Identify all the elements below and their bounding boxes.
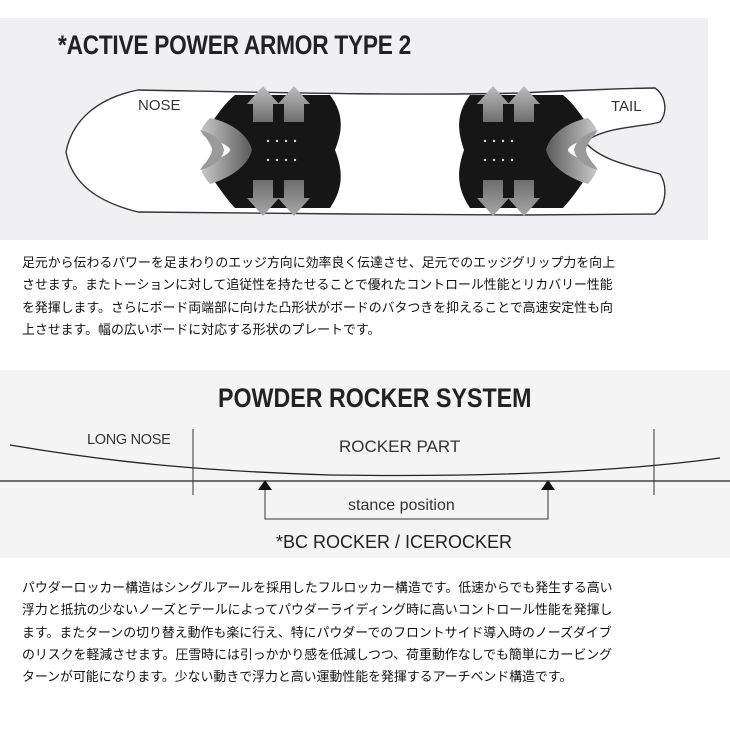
rocker-title: POWDER ROCKER SYSTEM — [218, 383, 532, 413]
armor-title: *ACTIVE POWER ARMOR TYPE 2 — [58, 30, 412, 60]
armor-description-line: 足元から伝わるパワーを足まわりのエッジ方向に効率良く伝達させ、足元でのエッジグリ… — [22, 256, 615, 271]
left-stance-arrow — [258, 480, 272, 490]
rocker-description-line: ます。またターンの切り替え動作も楽に行え、特にパウダーでのフロントサイド導入時の… — [22, 625, 612, 641]
tail-label: TAIL — [611, 98, 642, 115]
armor-description-line: を発揮します。さらにボード両端部に向けた凸形状がボードのバタつきを抑えることで高… — [22, 300, 613, 316]
rocker-model-label: *BC ROCKER / ICEROCKER — [276, 532, 513, 552]
armor-description-line: 上させます。幅の広いボードに対応する形状のプレートです。 — [22, 322, 381, 338]
rocker-description-line: ターンが可能になります。少ない動きで浮力と高い運動性能を発揮するアーチベンド構造… — [22, 670, 573, 686]
rocker-description-line: のリスクを軽減させます。圧雪時には引っかかり感を低減しつつ、荷重動作なしでも簡単… — [22, 647, 612, 663]
armor-description: 足元から伝わるパワーを足まわりのエッジ方向に効率良く伝達させ、足元でのエッジグリ… — [22, 253, 615, 342]
stance-bracket — [264, 490, 549, 520]
armor-description-line: させます。またトーションに対して追従性を持たせることで優れたコントロール性能とリ… — [22, 278, 613, 294]
stance-position-label: stance position — [348, 497, 455, 514]
rocker-description: パウダーロッカー構造はシングルアールを採用したフルロッカー構造です。低速からでも… — [22, 578, 613, 689]
rocker-description-line: パウダーロッカー構造はシングルアールを採用したフルロッカー構造です。低速からでも… — [22, 581, 613, 596]
rocker-profile-curve — [9, 444, 721, 477]
right-armor-plate — [459, 86, 598, 216]
long-nose-label: LONG NOSE — [87, 432, 171, 448]
rocker-part-label: ROCKER PART — [339, 437, 461, 456]
left-armor-plate — [200, 86, 341, 216]
rocker-description-line: 浮力と抵抗の少ないノーズとテールによってパウダーライディング時に高いコントロール… — [22, 603, 613, 619]
right-stance-arrow — [541, 480, 555, 490]
nose-label: NOSE — [138, 97, 181, 114]
rocker-panel-background — [0, 370, 730, 558]
